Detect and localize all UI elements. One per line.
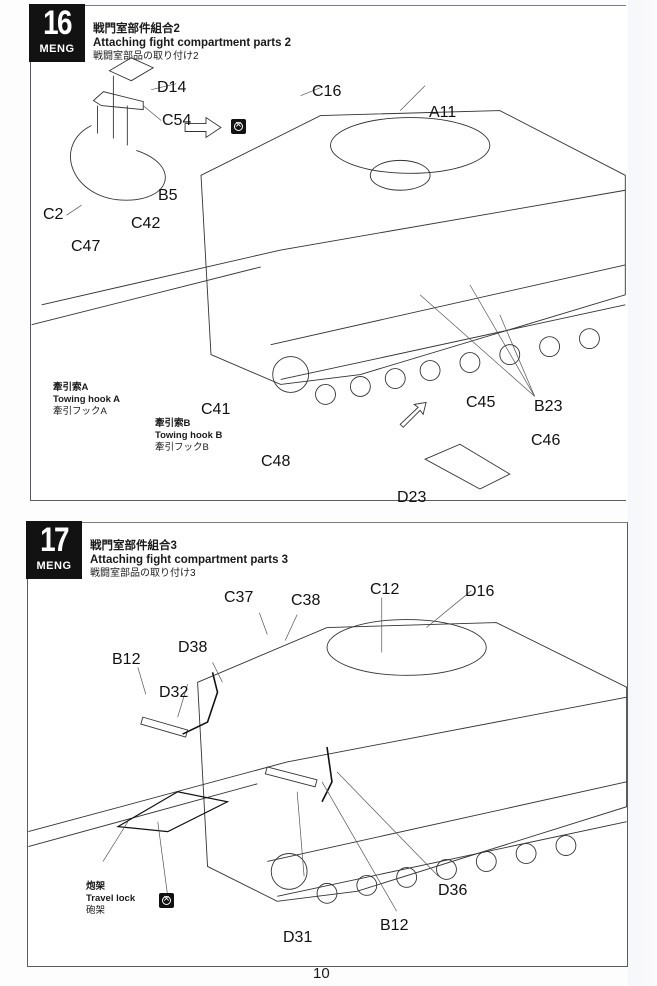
turret-top [330,117,491,174]
hatch-c2-part [70,125,166,201]
part-label: D14 [157,79,187,96]
brand-logo: MENG [36,560,72,572]
part-label: C16 [312,83,342,100]
step-16-panel: 16 MENG 戦門室部件組合2 Attaching fight compart… [29,4,626,506]
track-line [277,821,627,897]
step-title-block: 戦門室部件組合2 Attaching fight compartment par… [93,22,291,63]
towing-hook-b-note: 牽引索B Towing hook B 牽引フックB [155,418,222,454]
part-label: D23 [397,489,427,506]
part-label: B23 [534,398,563,415]
step-number-badge: 16 MENG [29,4,85,62]
hull-outline [200,110,626,385]
towing-hook-a-note: 牽引索A Towing hook A 牽引フックA [53,382,120,418]
step-title-cn: 戦門室部件組合3 [90,540,177,552]
do-not-glue-icon [231,118,246,134]
note-cn: 牽引索A [53,382,89,393]
note-en: Towing hook A [53,394,121,405]
part-label: C46 [531,432,561,449]
step-title-en: Attaching fight compartment parts 3 [90,554,289,566]
note-en: Towing hook B [155,430,223,441]
road-wheels [316,835,577,904]
step-title-cn: 戦門室部件組合2 [93,23,180,35]
do-not-glue-icon [159,892,174,908]
road-wheels [315,328,600,405]
travel-lock-note: 炮架 Travel lock 砲架 [86,881,135,917]
part-label: C38 [291,592,321,609]
part-label: C47 [71,238,101,255]
part-label: C42 [131,215,161,232]
step-number-badge: 17 MENG [26,521,82,579]
note-jp: 牽引フックA [53,406,107,417]
part-label: D16 [465,583,495,600]
track-line [270,264,626,346]
part-label: B12 [112,651,141,668]
note-cn: 炮架 [86,881,106,892]
part-label: B5 [158,187,178,204]
plate-d23-part [424,443,511,490]
turret-top [326,619,487,676]
drive-sprocket [270,853,308,890]
part-d32 [140,716,189,738]
note-en: Travel lock [86,893,136,904]
gun-barrel-line [31,266,261,326]
part-label: D38 [178,639,208,656]
part-label: C37 [224,589,254,606]
tank-assembly-drawing-17 [28,590,627,912]
tank-assembly-drawing-16 [31,57,626,490]
gun-barrel-line [41,189,626,306]
part-label: D31 [283,929,313,946]
facing-page-bleed [628,0,657,986]
part-label: C45 [466,394,496,411]
part-label: D32 [159,684,189,701]
travel-lock-part [116,791,230,833]
part-label: C12 [370,581,400,598]
part-d38 [182,672,219,735]
step-title-en: Attaching fight compartment parts 2 [93,37,292,49]
step-title-jp: 戦闘室部品の取り付け3 [90,568,196,579]
hatch-d14-part [108,57,155,82]
step-number: 16 [43,4,72,42]
gun-barrel-line [28,783,258,847]
part-label: A11 [429,104,457,121]
step-title-jp: 戦闘室部品の取り付け2 [93,51,199,62]
part-label: D36 [438,882,468,899]
part-label: C48 [261,453,291,470]
page-number: 10 [313,965,330,982]
track-line [280,304,626,380]
step-17-panel: 17 MENG 戦門室部件組合3 Attaching fight compart… [26,521,628,967]
brand-logo: MENG [39,43,75,55]
part-label: C54 [162,112,192,129]
part-label: C41 [201,401,231,418]
note-cn: 牽引索B [155,418,191,429]
gun-barrel-line [28,696,627,833]
part-label: B12 [380,917,409,934]
hull-outline [197,622,627,902]
part-d32-right [264,766,318,788]
part-label: C2 [43,206,64,223]
note-jp: 砲架 [86,905,106,916]
cupola-hatch [369,159,431,191]
hatch-c54-part [92,91,144,111]
part-d36 [321,746,333,803]
track-line [267,781,627,862]
step-number: 17 [40,521,69,559]
view-arrow-icon [399,401,427,428]
note-jp: 牽引フックB [155,442,209,453]
drive-sprocket [272,356,310,393]
view-arrow-icon [184,116,222,139]
step-title-block: 戦門室部件組合3 Attaching fight compartment par… [90,539,288,580]
